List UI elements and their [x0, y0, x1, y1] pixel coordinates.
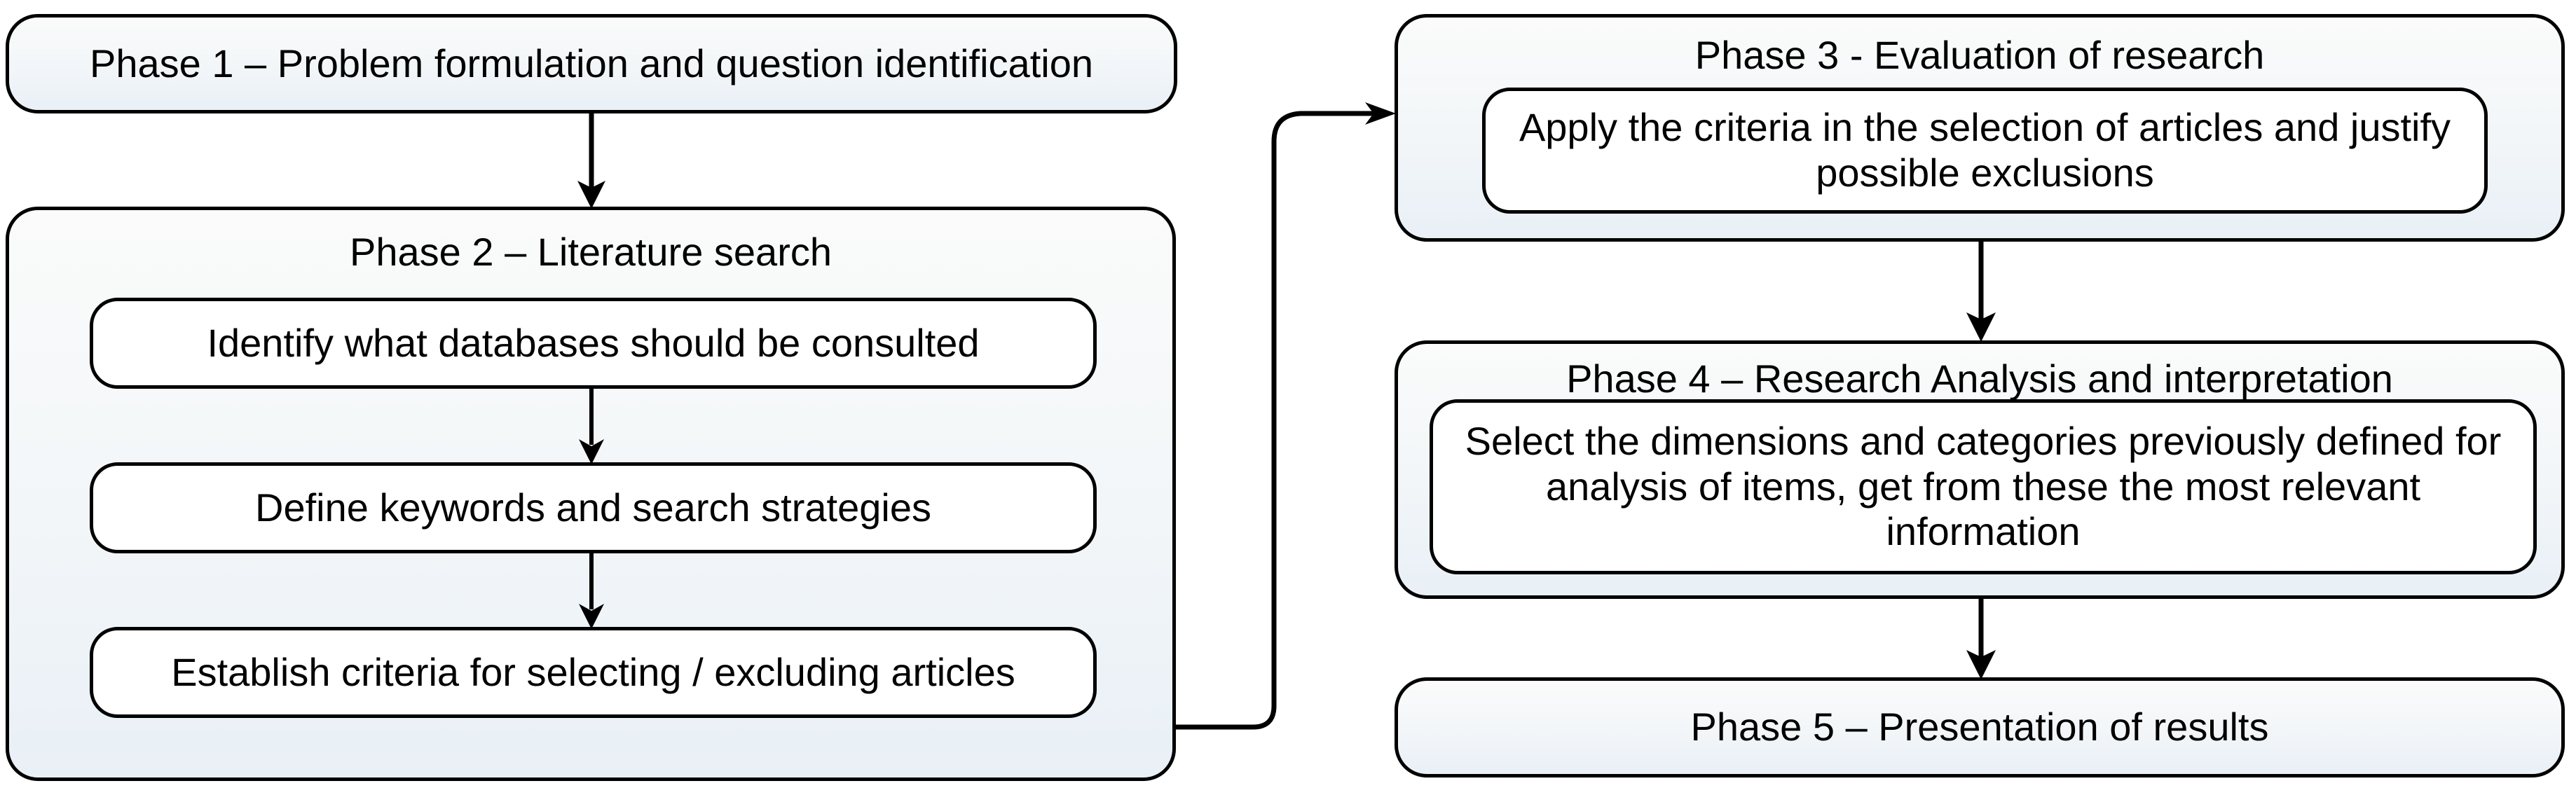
phase-1-label: Phase 1 – Problem formulation and questi… [90, 41, 1093, 85]
phase-2-step-2-label: Define keywords and search strategies [255, 485, 931, 530]
phase-5-label: Phase 5 – Presentation of results [1690, 705, 2269, 749]
phase-3-step-1[interactable]: Apply the criteria in the selection of a… [1482, 88, 2488, 214]
connector-phase1-to-phase2 [575, 111, 608, 210]
phase-3-step-1-label: Apply the criteria in the selection of a… [1519, 105, 2451, 195]
phase-4-step-1-label: Select the dimensions and categories pre… [1465, 418, 2502, 554]
phase-3-title: Phase 3 - Evaluation of research [1694, 33, 2265, 77]
phase-5-box[interactable]: Phase 5 – Presentation of results [1395, 677, 2565, 777]
phase-2-step-1[interactable]: Identify what databases should be consul… [90, 298, 1097, 389]
connector-phase2-to-phase3 [1170, 98, 1402, 735]
phase-2-title: Phase 2 – Literature search [350, 230, 832, 274]
phase-2-step-2[interactable]: Define keywords and search strategies [90, 462, 1097, 553]
connector-phase3-to-phase4 [1964, 240, 1998, 343]
phase-1-box[interactable]: Phase 1 – Problem formulation and questi… [6, 14, 1177, 113]
connector-phase4-to-phase5 [1964, 597, 1998, 681]
phase-4-title: Phase 4 – Research Analysis and interpre… [1566, 357, 2393, 401]
phase-2-step-3[interactable]: Establish criteria for selecting / exclu… [90, 627, 1097, 718]
phase-4-step-1[interactable]: Select the dimensions and categories pre… [1430, 399, 2537, 574]
phase-2-step-3-label: Establish criteria for selecting / exclu… [171, 649, 1015, 694]
phase-2-step-1-label: Identify what databases should be consul… [207, 320, 980, 365]
